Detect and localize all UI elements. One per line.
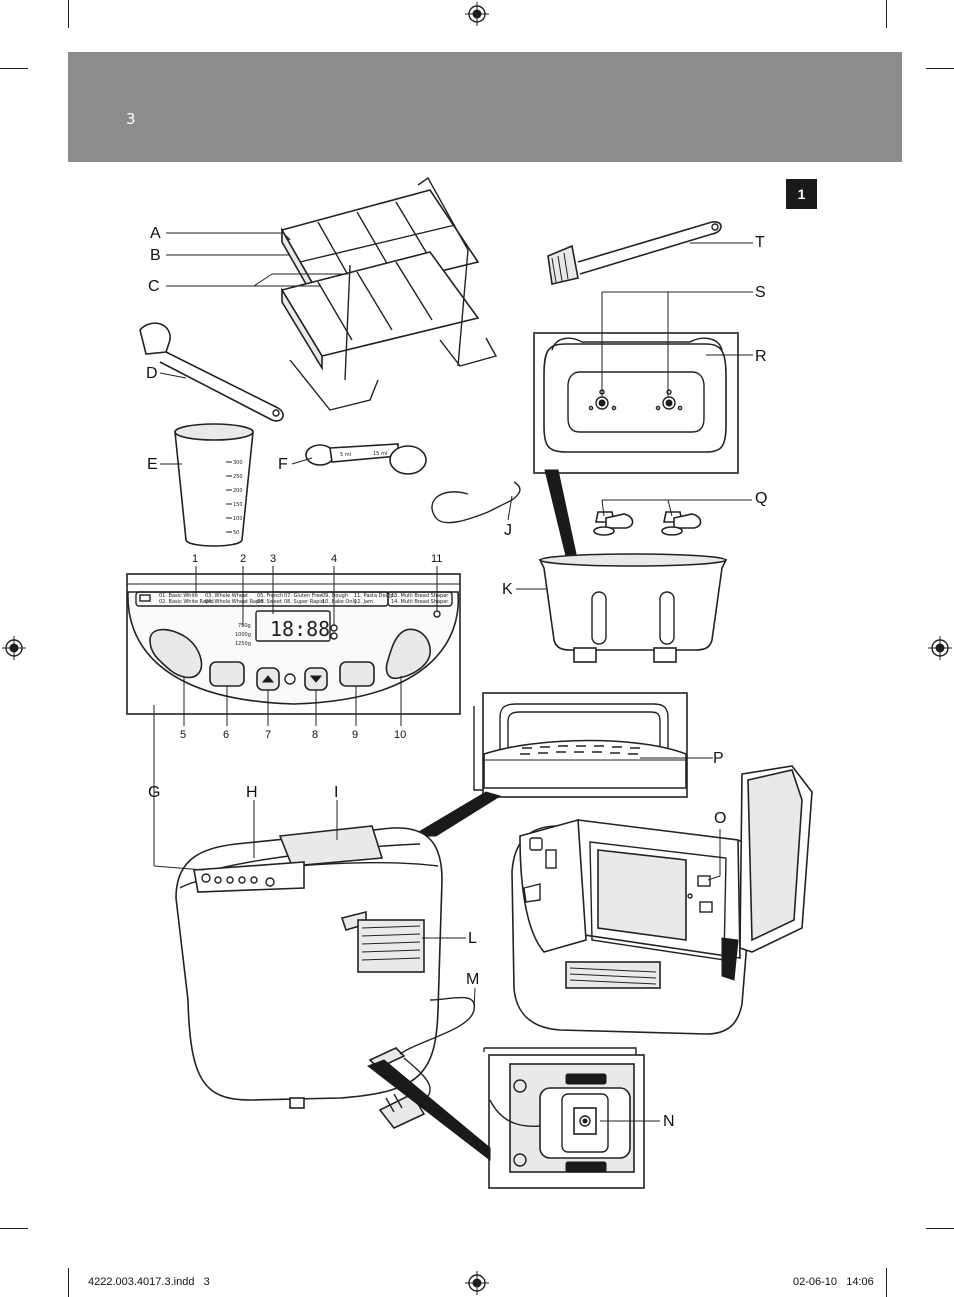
kneading-paddles: [593, 511, 702, 536]
spoon-mark-small: 5 ml: [340, 452, 351, 458]
program-01: 01. Basic White: [159, 593, 198, 599]
label-Q: Q: [755, 490, 768, 507]
label-T: T: [755, 234, 765, 251]
callout-8: 8: [312, 729, 319, 741]
cup-scale-100: 100: [233, 516, 243, 522]
crop-mark: [0, 1228, 28, 1229]
crop-mark: [68, 1268, 69, 1297]
bread-maker-open: [511, 765, 813, 1035]
spoon-mark-large: 15 ml: [373, 451, 387, 457]
registration-mark-bottom: [465, 1271, 489, 1295]
control-panel-diagram: 18:88 01. Basic White 02. Basic White Ra…: [126, 573, 461, 715]
callout-2: 2: [240, 553, 247, 565]
label-D: D: [146, 365, 158, 382]
measuring-cup: 300 250 200 150 100 50: [174, 423, 254, 547]
part-leader-lines: [153, 232, 753, 1122]
crop-mark: [68, 0, 69, 28]
weight-1000g: 1000g: [235, 632, 251, 638]
callout-11: 11: [431, 553, 443, 565]
label-J: J: [504, 522, 512, 539]
callout-9: 9: [352, 729, 359, 741]
paddle-removal-hook: [431, 481, 521, 524]
pan-top-inset: [533, 332, 739, 557]
callout-7: 7: [265, 729, 272, 741]
label-H: H: [246, 784, 258, 801]
registration-mark-left: [2, 636, 26, 660]
label-L: L: [468, 930, 477, 947]
label-B: B: [150, 247, 161, 264]
callout-4: 4: [331, 553, 338, 565]
label-N: N: [663, 1113, 675, 1130]
kneading-paddle-hook: [139, 322, 284, 422]
panel-callout-lines: [153, 566, 438, 866]
cup-scale-50: 50: [233, 530, 239, 536]
label-S: S: [755, 284, 766, 301]
program-06: 06. Sweet: [257, 599, 282, 605]
crop-mark: [926, 68, 954, 69]
callout-10: 10: [394, 729, 407, 741]
callout-3: 3: [270, 553, 277, 565]
label-K: K: [502, 581, 513, 598]
label-M: M: [466, 971, 480, 988]
registration-mark-right: [928, 636, 952, 660]
label-G: G: [148, 784, 161, 801]
baking-pan: [538, 553, 728, 663]
vent-slots: [520, 745, 640, 755]
footer-date: 02-06-10 14:06: [793, 1276, 874, 1288]
label-I: I: [334, 784, 339, 801]
weight-750g: 750g: [238, 623, 251, 629]
label-F: F: [278, 456, 288, 473]
page-number: 3: [126, 110, 136, 128]
bread-shaper-rack: [280, 176, 498, 411]
program-09: 09. Dough: [322, 593, 348, 599]
program-10: 10. Bake Only: [322, 599, 357, 605]
label-A: A: [150, 225, 161, 242]
program-03: 03. Whole Wheat: [205, 593, 248, 599]
program-13: 13. Multi Bread Shaper: [391, 593, 449, 599]
program-05: 05. French: [257, 593, 283, 599]
label-P: P: [713, 750, 724, 767]
measuring-spoon: 5 ml 15 ml: [305, 443, 427, 475]
label-C: C: [148, 278, 160, 295]
callout-6: 6: [223, 729, 230, 741]
weight-1250g: 1250g: [235, 641, 251, 647]
registration-mark-top: [465, 2, 489, 26]
bread-maker-closed: [175, 825, 475, 1129]
callout-5: 5: [180, 729, 187, 741]
crop-mark: [0, 68, 28, 69]
label-O: O: [714, 810, 727, 827]
program-12: 12. Jam: [354, 599, 373, 605]
pastry-brush: [547, 221, 722, 285]
crop-mark: [926, 1228, 954, 1229]
program-07: 07. Gluten Free: [284, 593, 322, 599]
program-08: 08. Super Rapid: [284, 599, 324, 605]
cup-scale-250: 250: [233, 474, 243, 480]
header-band: [68, 52, 902, 162]
program-04: 04. Whole Wheat Rapid: [205, 599, 264, 605]
program-14: 14. Multi Bread Shaper: [391, 599, 449, 605]
label-E: E: [147, 456, 158, 473]
program-11: 11. Pasta Dough: [354, 593, 395, 599]
crop-mark: [886, 1268, 887, 1297]
label-R: R: [755, 348, 767, 365]
lid-vent-inset: [410, 692, 688, 837]
cup-scale-200: 200: [233, 488, 243, 494]
cup-scale-150: 150: [233, 502, 243, 508]
program-02: 02. Basic White Rapid: [159, 599, 214, 605]
footer-file: 4222.003.4017.3.indd 3: [88, 1276, 210, 1288]
display-digits: 18:88: [270, 617, 330, 641]
section-tab: 1: [786, 179, 817, 209]
cup-scale-300: 300: [233, 460, 243, 466]
crop-mark: [886, 0, 887, 28]
callout-1: 1: [192, 553, 199, 565]
